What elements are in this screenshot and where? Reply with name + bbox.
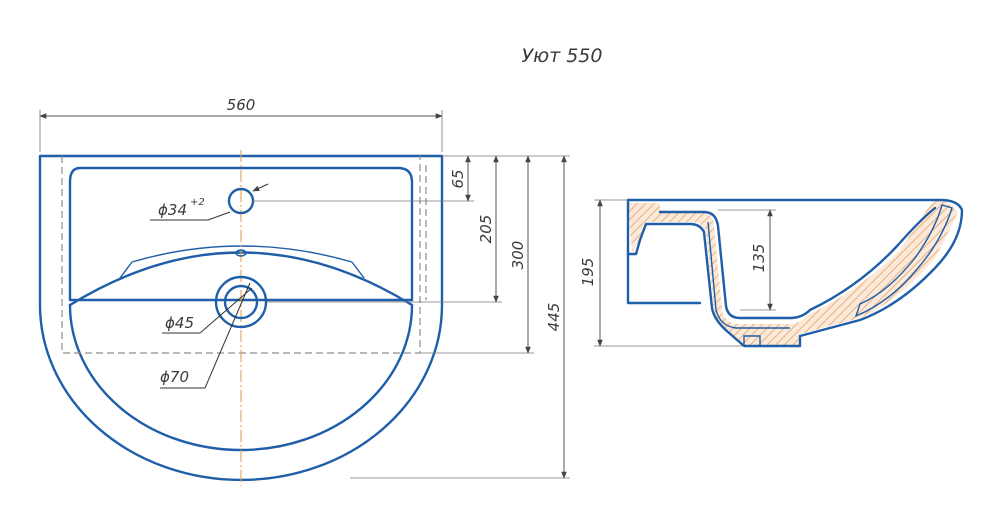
basin-inner-rim [68, 166, 414, 302]
bowl-side-right [351, 261, 365, 279]
phi34-label: ϕ34 [158, 201, 187, 219]
phi70-label: ϕ70 [160, 368, 189, 386]
phi34-arrow [252, 183, 269, 192]
dim-65-label: 65 [449, 169, 467, 188]
basin-outer-contour [38, 154, 444, 482]
dim-445-label: 445 [545, 303, 563, 332]
drawing-title: Уют 550 [522, 45, 603, 67]
bowl-back-curve-inner [131, 245, 353, 263]
dim-135-label: 135 [750, 244, 768, 273]
phi70-leader [204, 282, 251, 389]
drain-inner [223, 284, 259, 320]
dim-300-label: 300 [509, 241, 527, 270]
side-outer-profile [626, 198, 964, 348]
side-view: 195 135 [579, 198, 964, 348]
dim-205-label: 205 [477, 215, 495, 244]
dim-195-label: 195 [579, 258, 597, 287]
bowl-side-left [119, 261, 133, 279]
overflow-hole [235, 249, 247, 257]
phi45-leader [199, 287, 253, 334]
phi34-leader [207, 211, 231, 221]
top-view: 560 ϕ34 +2 ϕ45 ϕ70 65 205 300 445 [38, 96, 570, 486]
side-rim-channel [854, 204, 953, 318]
side-inner-profile [658, 206, 937, 320]
phi45-label: ϕ45 [165, 314, 194, 332]
phi34-tolerance: +2 [190, 197, 205, 208]
side-drain-bottom [743, 335, 761, 346]
dim-560-label: 560 [227, 96, 256, 114]
side-section-hatch [628, 200, 958, 346]
side-wall-lower [626, 252, 702, 305]
side-overflow-channel [707, 221, 790, 329]
